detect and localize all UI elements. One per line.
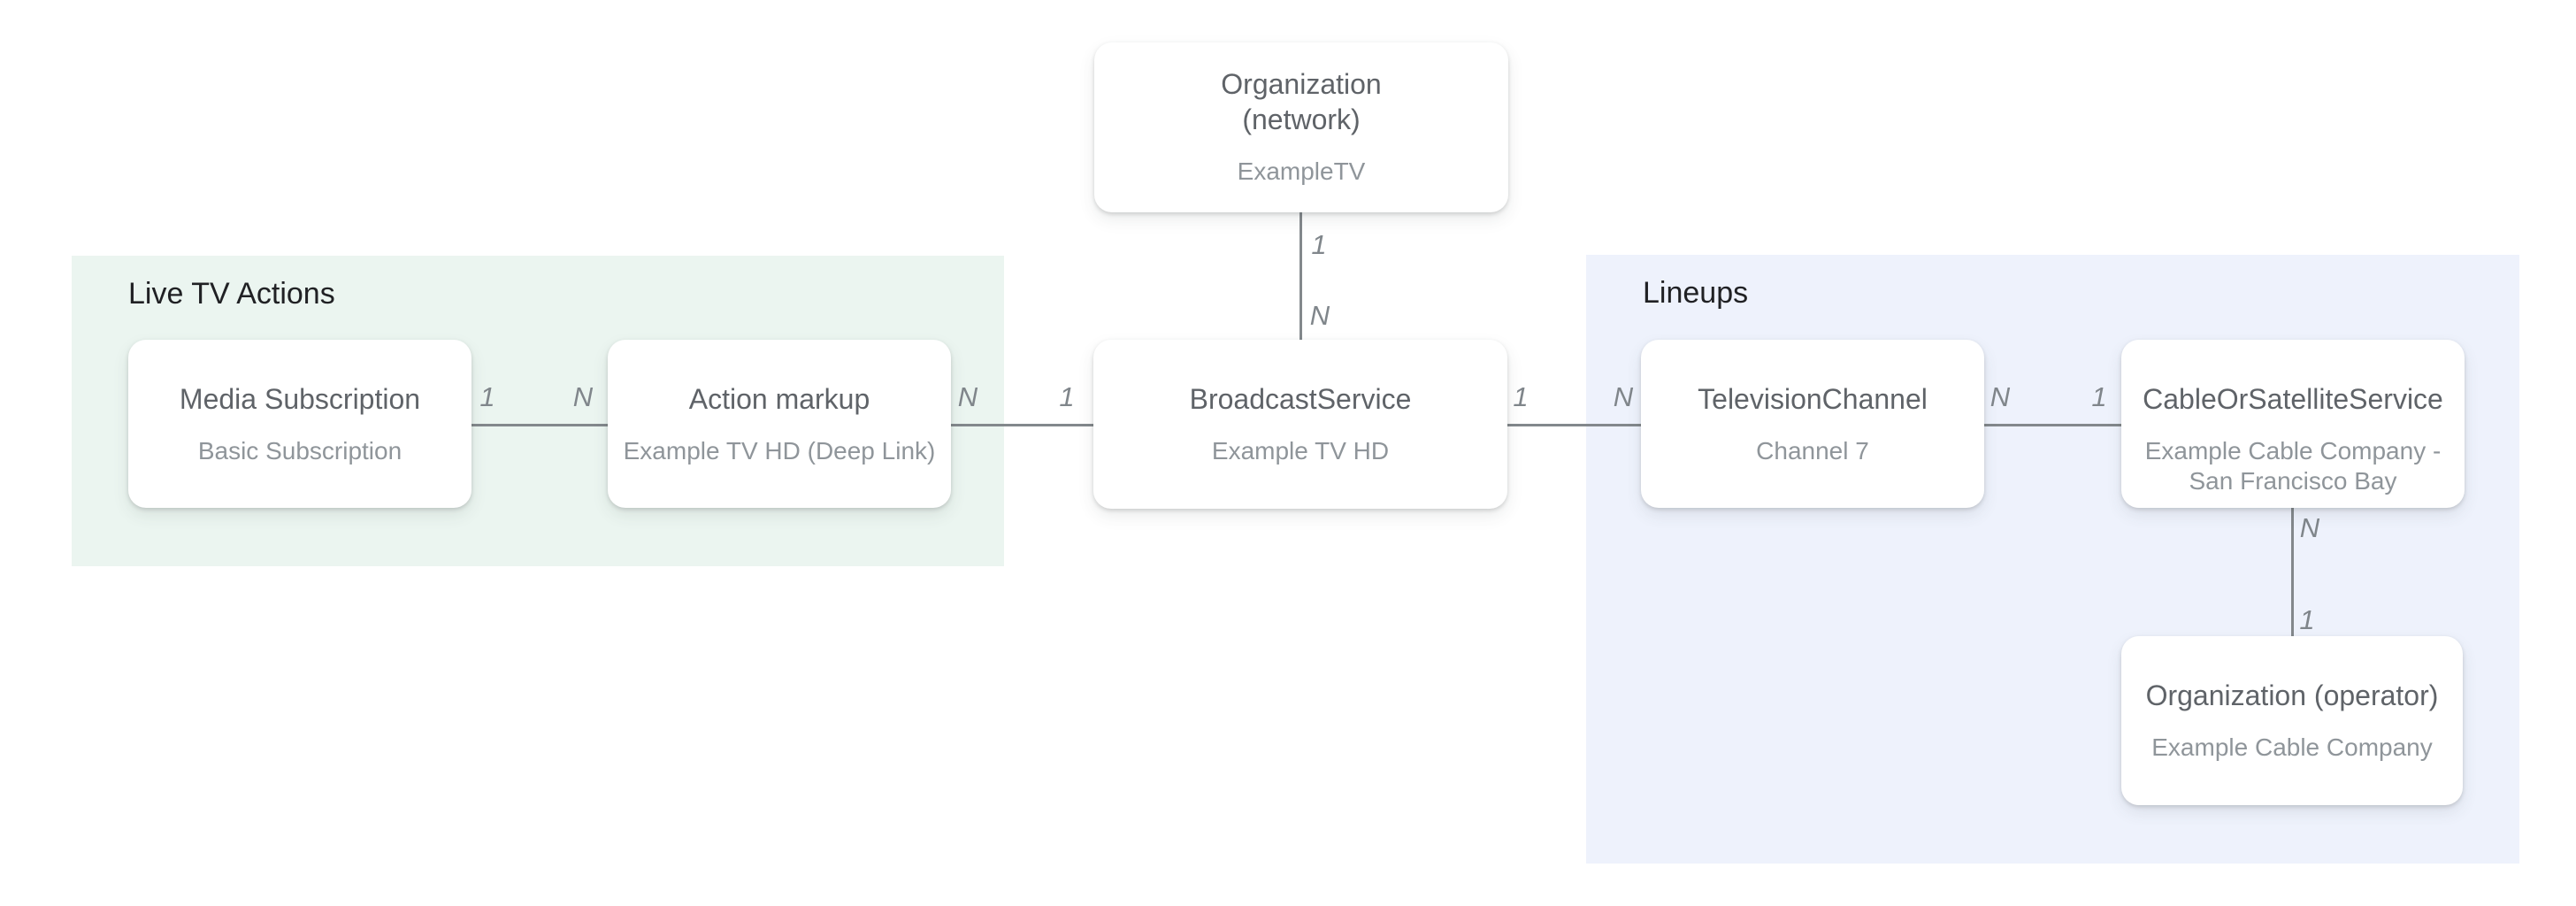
node-title: Organization (network) (1221, 68, 1382, 135)
cardinality-label: 1 (1311, 229, 1327, 260)
group-lineups-label: Lineups (1643, 276, 1749, 310)
node-subtitle: Example Cable Company (2151, 733, 2433, 761)
node-title: TelevisionChannel (1698, 383, 1928, 415)
edge-action-to-broadcast (951, 424, 1093, 426)
node-title: Action markup (688, 383, 870, 415)
node-organization-network: Organization (network) ExampleTV (1094, 42, 1508, 212)
edge-cable-to-operator (2291, 508, 2294, 637)
cardinality-label: N (957, 381, 978, 412)
cardinality-label: N (1309, 300, 1330, 331)
cardinality-label: N (572, 381, 594, 412)
cardinality-label: 1 (479, 381, 495, 412)
edge-television-to-cable (1984, 424, 2121, 426)
cardinality-label: N (2299, 512, 2320, 543)
node-subtitle: Example TV HD (1211, 437, 1390, 465)
cardinality-label: 1 (1059, 381, 1075, 412)
node-television-channel: TelevisionChannel Channel 7 (1641, 340, 1984, 508)
node-action-markup: Action markup Example TV HD (Deep Link) (608, 340, 951, 508)
node-title: Media Subscription (179, 383, 421, 415)
node-title: BroadcastService (1189, 383, 1412, 415)
node-organization-operator: Organization (operator) Example Cable Co… (2121, 636, 2463, 805)
cardinality-label: 1 (2299, 604, 2315, 635)
node-subtitle: Example TV HD (Deep Link) (623, 437, 936, 465)
edge-broadcast-to-television (1507, 424, 1641, 426)
cardinality-label: 1 (2091, 381, 2107, 412)
cardinality-label: N (1990, 381, 2011, 412)
node-subtitle: Example Cable Company - San Francisco Ba… (2144, 437, 2442, 495)
edge-network-to-broadcast (1300, 211, 1302, 342)
edge-media-subscription-to-action (472, 424, 608, 426)
node-title: Organization (operator) (2145, 680, 2439, 711)
node-broadcast-service: BroadcastService Example TV HD (1093, 340, 1507, 509)
cardinality-label: N (1613, 381, 1634, 412)
node-subtitle: Basic Subscription (197, 437, 402, 465)
node-title: CableOrSatelliteService (2143, 383, 2443, 415)
group-live-tv-actions-label: Live TV Actions (128, 277, 335, 311)
cardinality-label: 1 (1513, 381, 1529, 412)
node-cable-or-satellite-service: CableOrSatelliteService Example Cable Co… (2121, 340, 2465, 508)
node-subtitle: ExampleTV (1237, 157, 1366, 185)
node-subtitle: Channel 7 (1756, 437, 1869, 465)
node-media-subscription: Media Subscription Basic Subscription (128, 340, 472, 508)
